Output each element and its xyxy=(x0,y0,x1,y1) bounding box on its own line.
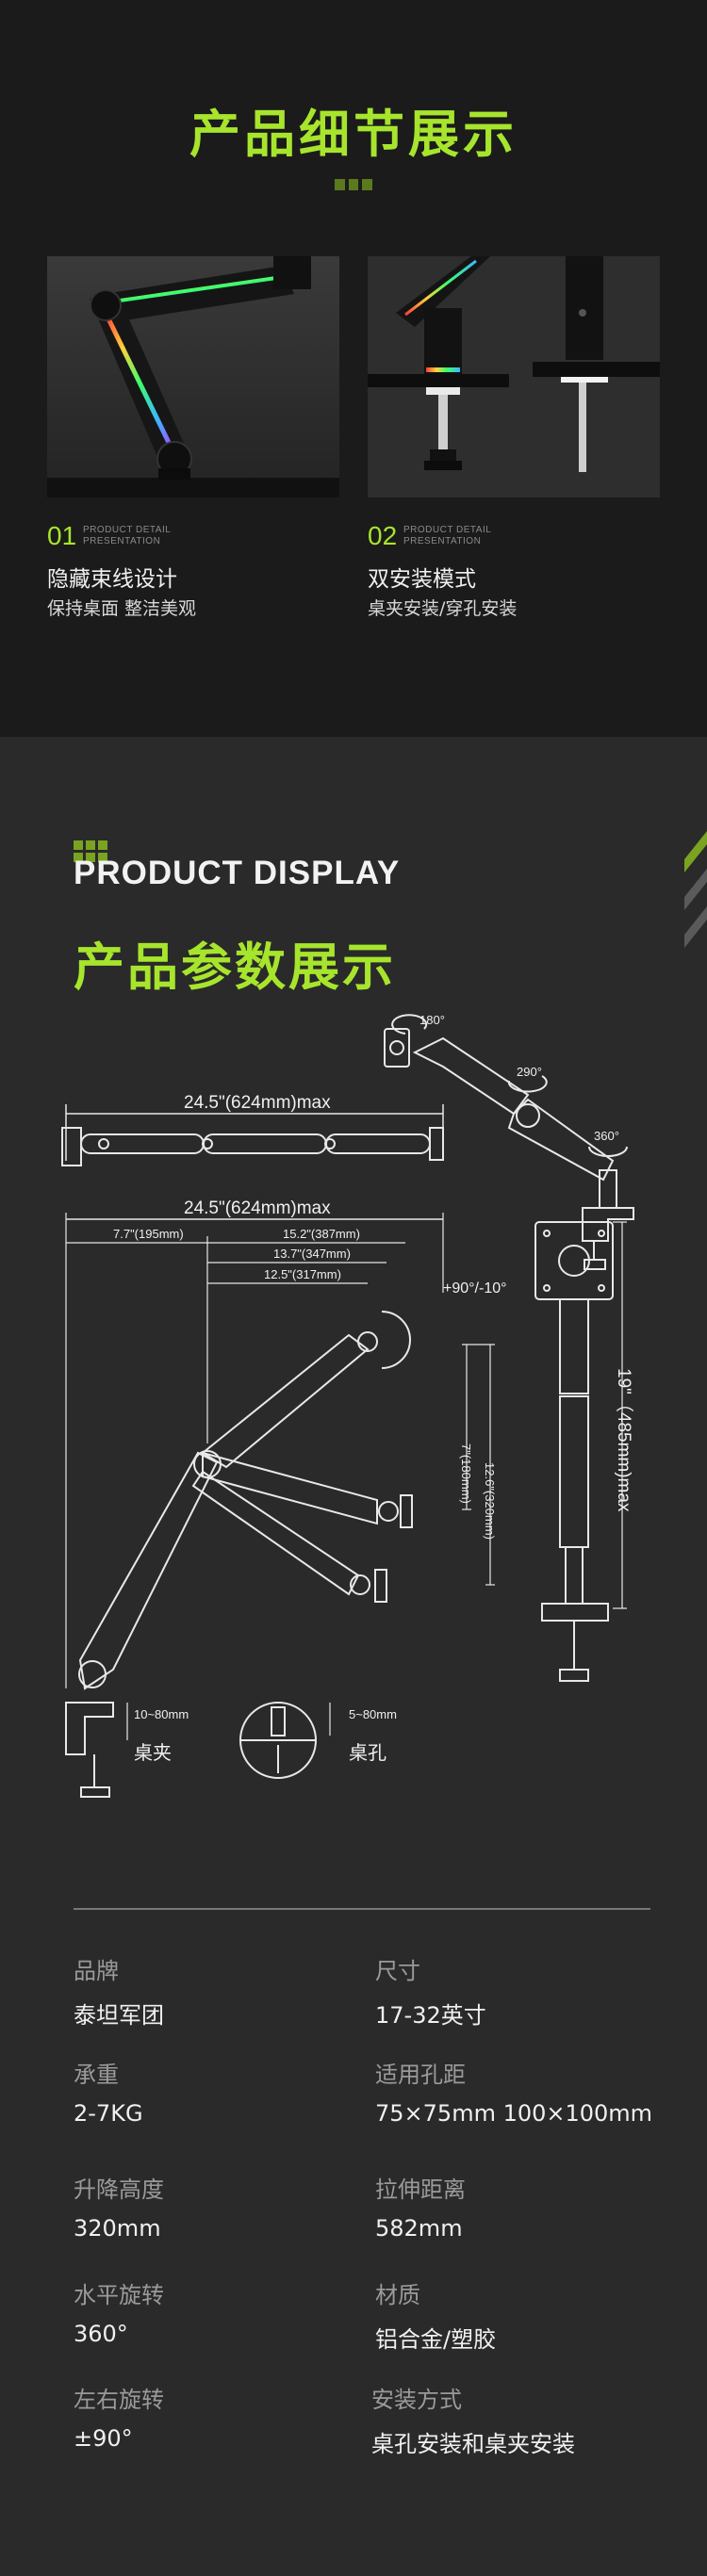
spec-horizontal-rotation: 水平旋转 360° xyxy=(74,2276,356,2347)
diagram-base-arm xyxy=(78,1451,219,1690)
feature-number: 01 xyxy=(47,521,77,550)
diagram-upper-arm xyxy=(412,1036,530,1116)
label-rotation-360: 360° xyxy=(594,1129,619,1143)
spec-label: 尺寸 xyxy=(375,1958,420,1984)
label-length-top: 24.5"(624mm)max xyxy=(184,1093,331,1113)
spec-label: 拉伸距离 xyxy=(375,2177,466,2203)
detail-title: 产品细节展示 xyxy=(189,105,518,164)
diagram-side-arm-3 xyxy=(325,1133,431,1154)
feature-caption: PRODUCT DETAIL PRESENTATION xyxy=(83,525,172,546)
spec-label: 适用孔距 xyxy=(375,2062,466,2088)
feature-subtitle: 桌夹安装/穿孔安装 xyxy=(368,598,518,619)
diagram-side-head xyxy=(429,1127,444,1161)
spec-value: 桌孔安装和桌夹安装 xyxy=(371,2431,575,2457)
label-dim-v2: 12.6"(320mm) xyxy=(483,1462,497,1540)
label-dim-c: 13.7"(347mm) xyxy=(273,1247,351,1261)
diagram-arm-mid xyxy=(202,1451,378,1525)
spec-value: 铝合金/塑胶 xyxy=(375,2326,497,2353)
diagram-side-clamp xyxy=(61,1127,82,1166)
feature-caption: PRODUCT DETAIL PRESENTATION xyxy=(403,525,492,546)
label-dim-d: 12.5"(317mm) xyxy=(264,1267,341,1281)
dual-mount-photo xyxy=(368,256,660,497)
spec-extension: 拉伸距离 582mm xyxy=(375,2171,658,2242)
spec-value: 75×75mm 100×100mm xyxy=(375,2100,653,2127)
stripe-decoration xyxy=(684,831,707,948)
label-length-mid: 24.5"(624mm)max xyxy=(184,1198,331,1218)
spec-value: 泰坦军团 xyxy=(74,2002,164,2029)
spec-install-method: 安装方式 桌孔安装和桌夹安装 xyxy=(371,2381,654,2458)
spec-swivel: 左右旋转 ±90° xyxy=(74,2381,356,2452)
spec-value: 320mm xyxy=(74,2215,161,2242)
display-chinese-title: 产品参数展示 xyxy=(74,937,396,997)
diagram-clamp-detail xyxy=(65,1702,114,1755)
diagram-front-arm-lower xyxy=(559,1395,589,1548)
spec-label: 升降高度 xyxy=(74,2177,164,2203)
spec-label: 水平旋转 xyxy=(74,2282,164,2308)
grid-decoration-icon xyxy=(74,840,107,863)
spec-divider xyxy=(74,1908,650,1910)
diagram-side-arm-2 xyxy=(203,1133,327,1154)
spec-value: 2-7KG xyxy=(74,2100,143,2127)
diagram-front-arm-upper xyxy=(559,1298,589,1394)
spec-value: 582mm xyxy=(375,2215,463,2242)
label-dim-v3: 19"（485mm)max xyxy=(614,1368,634,1512)
spec-value: 360° xyxy=(74,2321,128,2347)
diagram-pole xyxy=(599,1169,617,1209)
spec-label: 承重 xyxy=(74,2062,119,2088)
label-clamp-range: 10~80mm xyxy=(134,1707,189,1721)
spec-value: 17-32英寸 xyxy=(375,2002,486,2029)
label-tilt: +90°/-10° xyxy=(443,1280,507,1296)
label-hole-range: 5~80mm xyxy=(349,1707,397,1721)
cable-management-photo xyxy=(47,256,339,497)
label-dim-v1: 7"(180mm) xyxy=(459,1443,473,1504)
feature-title: 隐藏束线设计 xyxy=(47,567,177,592)
spec-lift-height: 升降高度 320mm xyxy=(74,2171,356,2242)
dimension-diagram: 180° 290° 360° 24.5"(624mm)max 24.5"(624… xyxy=(0,1010,707,1952)
label-dim-b: 15.2"(387mm) xyxy=(283,1227,360,1241)
spec-material: 材质 铝合金/塑胶 xyxy=(375,2276,658,2354)
feature-subtitle: 保持桌面 整洁美观 xyxy=(47,598,197,619)
label-clamp: 桌夹 xyxy=(134,1742,172,1764)
feature-number: 02 xyxy=(368,521,398,550)
diagram-arm-low xyxy=(191,1470,360,1596)
diagram-vesa-plate xyxy=(384,1028,410,1068)
label-hole: 桌孔 xyxy=(349,1742,386,1764)
spec-label: 安装方式 xyxy=(371,2387,462,2413)
spec-value: ±90° xyxy=(74,2425,133,2452)
label-dim-a: 7.7"(195mm) xyxy=(113,1227,184,1241)
product-display-section: PRODUCT DISPLAY 产品参数展示 xyxy=(0,737,707,2576)
label-rotation-290: 290° xyxy=(517,1065,542,1079)
title-decoration xyxy=(335,179,373,190)
product-detail-section: 产品细节展示 xyxy=(0,0,707,737)
diagram-clamp xyxy=(582,1207,634,1242)
spec-load: 承重 2-7KG xyxy=(74,2056,356,2127)
spec-brand: 品牌 泰坦军团 xyxy=(74,1952,356,2030)
feature-title: 双安装模式 xyxy=(368,567,476,592)
diagram-front-pole xyxy=(565,1546,584,1605)
spec-vesa: 适用孔距 75×75mm 100×100mm xyxy=(375,2056,658,2127)
spec-size: 尺寸 17-32英寸 xyxy=(375,1952,658,2030)
spec-label: 左右旋转 xyxy=(74,2387,164,2413)
spec-label: 材质 xyxy=(375,2282,420,2308)
diagram-tilt-head xyxy=(381,1311,411,1369)
spec-label: 品牌 xyxy=(74,1958,119,1984)
diagram-arm-high xyxy=(201,1333,370,1469)
display-english-title: PRODUCT DISPLAY xyxy=(74,855,401,891)
label-rotation-180: 180° xyxy=(419,1013,445,1027)
